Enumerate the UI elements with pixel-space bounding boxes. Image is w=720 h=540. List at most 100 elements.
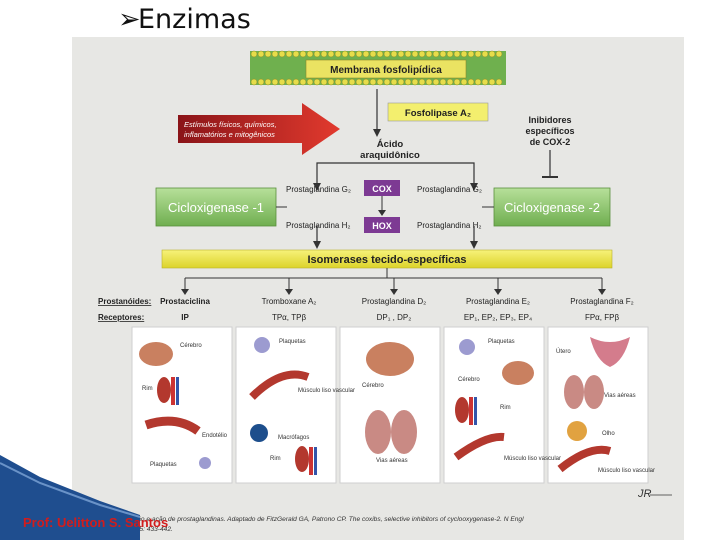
platelet-icon — [199, 457, 211, 469]
organ-label: Cérebro — [362, 383, 384, 389]
lipid-head — [481, 50, 489, 58]
organ-label: Olho — [602, 431, 615, 437]
organ-label: Vias aéreas — [604, 393, 636, 399]
organ-label: Endotélio — [202, 433, 228, 439]
platelet-icon — [459, 339, 475, 355]
smooth-muscle-icon — [453, 432, 505, 461]
endothelium-icon — [144, 416, 201, 435]
lipid-head — [264, 78, 272, 86]
isomerases-label: Isomerases tecido-específicas — [308, 254, 467, 266]
lipid-head — [327, 78, 335, 86]
lipid-head — [474, 78, 482, 86]
lipid-head — [495, 50, 503, 58]
organ-label: Macrófagos — [278, 435, 309, 441]
pgh2-right: Prostaglandina H₂ — [417, 221, 481, 230]
lipid-head — [257, 50, 265, 58]
lipid-head — [390, 78, 398, 86]
organ-label: Plaquetas — [488, 339, 515, 345]
arachidonic-acid-line-1: Ácido — [377, 139, 404, 150]
lipid-head — [495, 78, 503, 86]
cox1-label: Cicloxigenase -1 — [168, 200, 264, 215]
lipid-head — [250, 50, 258, 58]
lipid-head — [348, 50, 356, 58]
hox-enzyme-label: HOX — [372, 221, 392, 231]
lipid-head — [369, 78, 377, 86]
arrow-bullet-icon: ➢ — [118, 4, 141, 35]
lipid-head — [362, 50, 370, 58]
receptor-prostacyclin: IP — [181, 313, 189, 322]
lipid-head — [299, 78, 307, 86]
brain-icon — [139, 342, 173, 366]
lipid-head — [376, 50, 384, 58]
lipid-head — [481, 78, 489, 86]
caption-line-1: Fig. 1 - Produção e ação de prostaglandi… — [94, 516, 524, 523]
receptors-row-label: Receptores: — [98, 313, 144, 322]
pgh2-left: Prostaglandina H₂ — [286, 221, 350, 230]
organ-label: Músculo liso vascular — [298, 388, 355, 394]
macrophage-icon — [250, 424, 268, 442]
lipid-head — [397, 78, 405, 86]
lipid-head — [327, 50, 335, 58]
kidney-icon — [157, 377, 179, 405]
lipid-head — [278, 50, 286, 58]
lipid-head — [278, 78, 286, 86]
lipid-head — [418, 78, 426, 86]
receptor-pgf2: FPα, FPβ — [585, 313, 620, 322]
organ-label: Rim — [142, 386, 153, 392]
lipid-head — [341, 78, 349, 86]
lipid-head — [460, 50, 468, 58]
organ-label: Cérebro — [458, 377, 480, 383]
lipid-head — [306, 78, 314, 86]
lipid-head — [362, 78, 370, 86]
lipid-head — [418, 50, 426, 58]
lipid-head — [299, 50, 307, 58]
organ-label: Plaquetas — [150, 462, 177, 468]
organ-label: Rim — [270, 456, 281, 462]
prostaglandin-diagram: Membrana fosfolipídica Fosfolipase A₂ Es… — [72, 37, 684, 540]
brain-icon — [502, 361, 534, 385]
receptor-pgd2: DP₁ , DP₂ — [377, 313, 412, 322]
lipid-head — [271, 78, 279, 86]
lipid-head — [271, 50, 279, 58]
lipid-head — [341, 50, 349, 58]
lipid-head — [467, 78, 475, 86]
lipid-head — [425, 78, 433, 86]
inhibitors-line-1: Inibidores — [528, 115, 571, 125]
stimuli-arrow: Estímulos físicos, químicos, inflamatóri… — [178, 103, 340, 155]
smooth-muscle-icon — [249, 370, 310, 400]
cox-enzyme-label: COX — [372, 184, 392, 194]
prostanoid-pgd2: Prostaglandina D₂ — [362, 297, 426, 306]
prostanoid-thromboxane: Tromboxane A₂ — [262, 297, 317, 306]
lipid-head — [488, 50, 496, 58]
stimuli-label-2: inflamatórios e mitogênicos — [184, 130, 275, 139]
lipid-head — [467, 50, 475, 58]
lipid-head — [383, 78, 391, 86]
lipid-head — [355, 78, 363, 86]
lipid-head — [446, 50, 454, 58]
lipid-head — [432, 50, 440, 58]
membrane-label: Membrana fosfolipídica — [330, 65, 442, 76]
arachidonic-acid-line-2: araquidônico — [360, 150, 420, 161]
hox-enzyme-box — [364, 217, 400, 233]
phospholipase-label: Fosfolipase A₂ — [405, 108, 471, 119]
organ-label: Plaquetas — [279, 339, 306, 345]
prostanoid-prostacyclin: Prostaciclina — [160, 297, 210, 306]
lipid-head — [320, 78, 328, 86]
slide-title: ➢Enzimas — [118, 4, 251, 35]
cox2-label: Cicloxigenase -2 — [504, 200, 600, 215]
organ-label: Cérebro — [180, 343, 202, 349]
lipid-head — [313, 50, 321, 58]
lipid-head — [292, 78, 300, 86]
lipid-head — [285, 78, 293, 86]
lungs-icon — [564, 375, 604, 409]
lipid-head — [474, 50, 482, 58]
lipid-head — [411, 50, 419, 58]
lipid-head — [446, 78, 454, 86]
pgg2-right: Prostaglandina G₂ — [417, 185, 482, 194]
platelet-icon — [254, 337, 270, 353]
lipid-head — [425, 50, 433, 58]
footer-credit: Prof: Uelitton S. Santos — [23, 515, 169, 530]
lipid-head — [334, 50, 342, 58]
cox2-box — [493, 187, 611, 227]
prostanoid-pgf2: Prostaglandina F₂ — [570, 297, 634, 306]
